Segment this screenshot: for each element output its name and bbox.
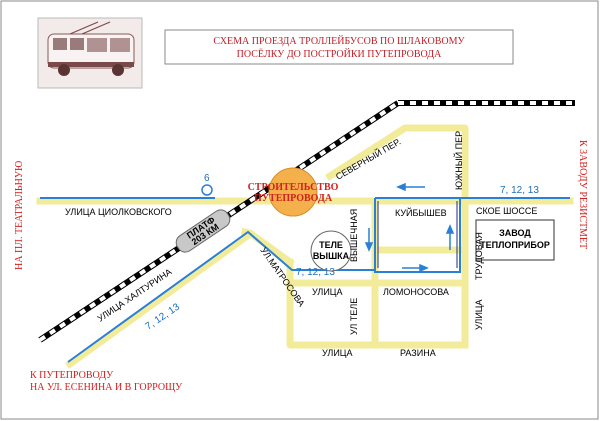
route-6-stop-icon — [201, 184, 213, 196]
tower-label-1: ТЕЛЕ — [319, 240, 343, 250]
title-line-2: ПОСЁЛКУ ДО ПОСТРОЙКИ ПУТЕПРОВОДА — [237, 48, 442, 60]
factory-teplopribor — [475, 219, 555, 261]
street-yuzhny: ЮЖНЫЙ ПЕР — [453, 131, 464, 190]
direction-east: К ЗАВОДУ РЕЗИСТМЕТ — [577, 140, 588, 249]
street-ul-tele: УЛ ТЕЛЕ — [349, 298, 359, 335]
street-trudovaya-ulitsa: УЛИЦА — [474, 300, 484, 330]
construction-site-icon — [268, 167, 318, 217]
street-sk-shosse: СКОЕ ШОССЕ — [476, 206, 537, 216]
street-razina-ulitsa: УЛИЦА — [322, 348, 352, 358]
street-vyshechnaya: ВЫШЕЧНАЯ — [349, 209, 359, 262]
trolleybus-image — [37, 17, 143, 89]
tv-tower-icon — [310, 230, 352, 272]
direction-west: НА ПЛ. ТЕАТРАЛЬНУЮ — [14, 161, 25, 270]
street-kuibysheva: КУЙБЫШЕВ — [395, 207, 447, 218]
construction-label-1: СТРОИТЕЛЬСТВО — [248, 182, 339, 193]
street-tsiolkovskogo: УЛИЦА ЦИОЛКОВСКОГО — [65, 207, 172, 217]
direction-sw-1: К ПУТЕПРОВОДУ — [30, 370, 114, 381]
title-box — [164, 29, 514, 65]
route-label-east: 7, 12, 13 — [500, 185, 539, 196]
factory-label-2: ТЕПЛОПРИБОР — [480, 240, 550, 250]
route-6-label: 6 — [204, 173, 210, 184]
construction-label-2: ПУТЕПРОВОДА — [254, 193, 333, 204]
tower-label-2: ВЫШКА — [313, 251, 350, 261]
direction-sw-2: НА УЛ. ЕСЕНИНА И В ГОРРОЩУ — [30, 382, 183, 393]
street-trudovaya: ТРУДОВАЯ — [474, 232, 484, 280]
direction-arrows — [364, 182, 455, 273]
street-razina: РАЗИНА — [400, 348, 436, 358]
title-line-1: СХЕМА ПРОЕЗДА ТРОЛЛЕЙБУСОВ ПО ШЛАКОВОМУ — [213, 35, 465, 47]
street-lomonosova: ЛОМОНОСОВА — [383, 287, 449, 297]
street-lomonosova-ulitsa: УЛИЦА — [312, 287, 342, 297]
factory-label-1: ЗАВОД — [499, 228, 531, 238]
route-label-mid: 7, 12, 13 — [296, 267, 335, 278]
